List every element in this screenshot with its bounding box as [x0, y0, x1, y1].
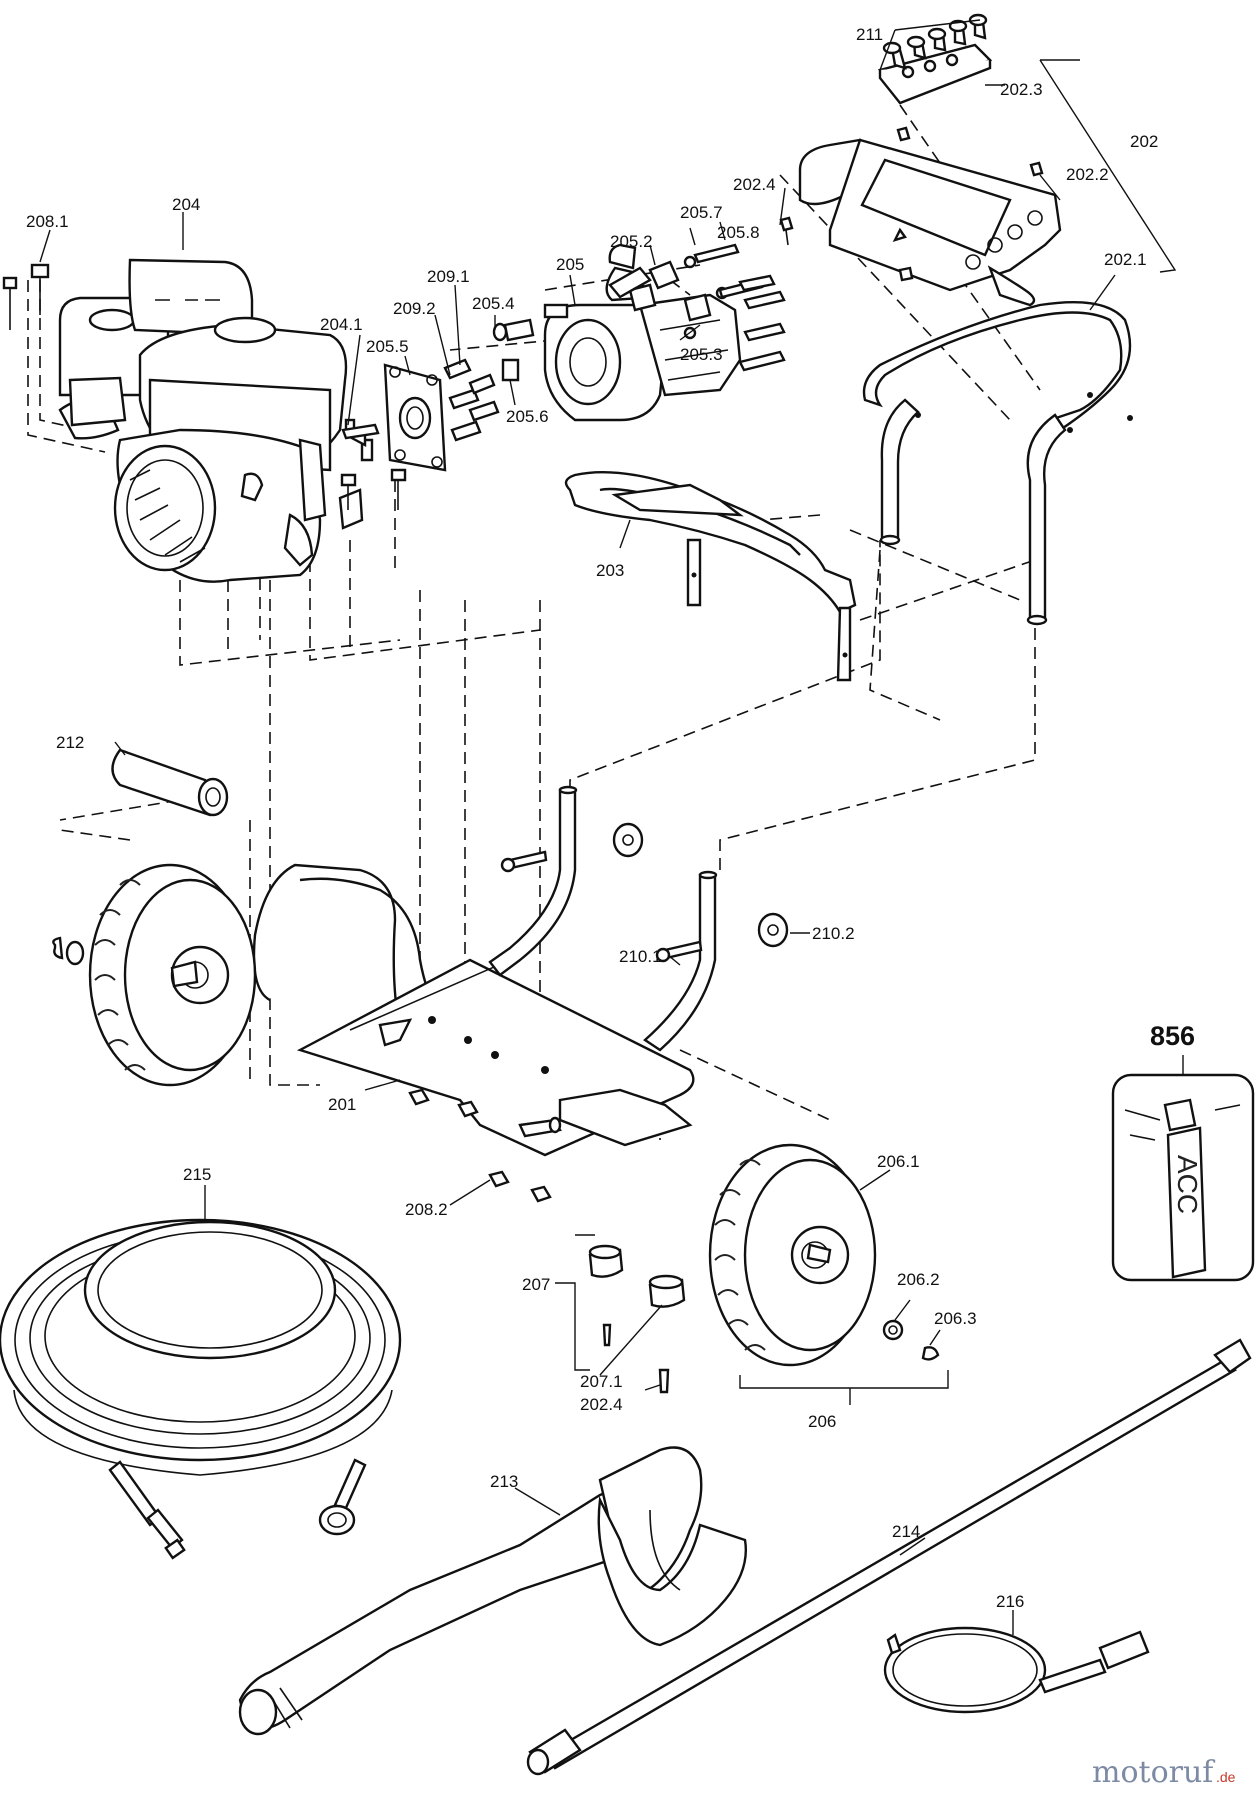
label-856-kit: 856 [1150, 1021, 1195, 1051]
label-205-8: 205.8 [717, 223, 760, 242]
label-212: 212 [56, 733, 84, 752]
label-214: 214 [892, 1522, 920, 1541]
pump-adapter-plate [383, 363, 447, 472]
hose-holder-plate [798, 138, 1062, 307]
label-216: 216 [996, 1592, 1024, 1611]
rubber-feet [588, 1244, 686, 1394]
spray-gun [238, 1446, 747, 1736]
label-205-2: 205.2 [610, 232, 653, 251]
label-202: 202 [1130, 132, 1158, 151]
label-209-2: 209.2 [393, 299, 436, 318]
label-205: 205 [556, 255, 584, 274]
nozzle-set [877, 13, 993, 105]
label-204-1: 204.1 [320, 315, 363, 334]
label-201: 201 [328, 1095, 356, 1114]
left-wheel [52, 863, 257, 1087]
label-208-1: 208.1 [26, 212, 69, 231]
pump-fittings [492, 243, 729, 382]
label-202-3: 202.3 [1000, 80, 1043, 99]
pump-bolts [693, 243, 786, 372]
label-209-1: 209.1 [427, 267, 470, 286]
label-210-2: 210.2 [812, 924, 855, 943]
label-207: 207 [522, 1275, 550, 1294]
label-202-2: 202.2 [1066, 165, 1109, 184]
spray-wand [526, 1338, 1252, 1776]
label-205-4: 205.4 [472, 294, 515, 313]
label-204: 204 [172, 195, 200, 214]
engine [58, 258, 374, 583]
watermark-domain: .de [1216, 1769, 1236, 1785]
label-205-6: 205.6 [506, 407, 549, 426]
handle-bolts-knobs [500, 822, 789, 963]
label-206: 206 [808, 1412, 836, 1431]
label-202-4-bottom: 202.4 [580, 1395, 623, 1414]
accessory-kit-panel [1111, 1055, 1255, 1282]
label-208-2: 208.2 [405, 1200, 448, 1219]
label-206-1: 206.1 [877, 1152, 920, 1171]
label-206-2: 206.2 [897, 1270, 940, 1289]
frame-nuts [408, 1088, 552, 1203]
adapter-screws [443, 358, 500, 442]
high-pressure-hose [0, 1218, 402, 1560]
kit-tag-text: ACC [1172, 1155, 1203, 1214]
frame [252, 785, 718, 1157]
right-wheel [708, 1143, 940, 1367]
watermark-name: motoruf [1092, 1755, 1215, 1790]
label-203: 203 [596, 561, 624, 580]
upper-handle [862, 300, 1133, 626]
engine-key [341, 423, 380, 440]
label-205-5: 205.5 [366, 337, 409, 356]
label-205-7: 205.7 [680, 203, 723, 222]
label-207-1: 207.1 [580, 1372, 623, 1391]
label-211: 211 [856, 25, 883, 44]
soap-hose [883, 1626, 1150, 1714]
label-213: 213 [490, 1472, 518, 1491]
plate-screws [779, 126, 1044, 282]
watermark-logo: motoruf .de [1092, 1755, 1236, 1790]
label-210-1: 210.1 [619, 947, 662, 966]
foam-grip [111, 748, 229, 817]
label-206-3: 206.3 [934, 1309, 977, 1328]
pump [543, 266, 742, 422]
leader-lines [39, 19, 1177, 1635]
label-202-1: 202.1 [1104, 250, 1147, 269]
lower-handle [564, 470, 857, 682]
label-205-3: 205.3 [680, 345, 723, 364]
part-labels: 211 202.3 202 202.4 202.2 202.1 204 208.… [26, 25, 1195, 1611]
label-215: 215 [183, 1165, 211, 1184]
label-202-4-top: 202.4 [733, 175, 776, 194]
